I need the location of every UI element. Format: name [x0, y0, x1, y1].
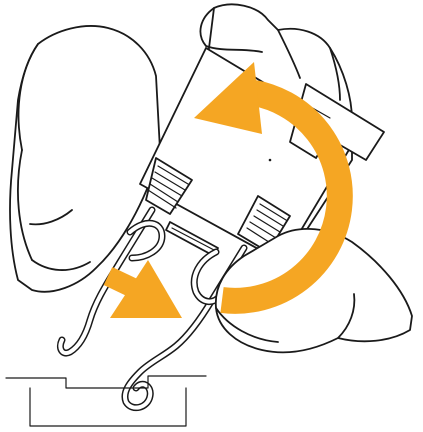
- left-fingers: [10, 26, 160, 292]
- mounting-surface: [6, 376, 206, 426]
- hinge: [166, 222, 218, 256]
